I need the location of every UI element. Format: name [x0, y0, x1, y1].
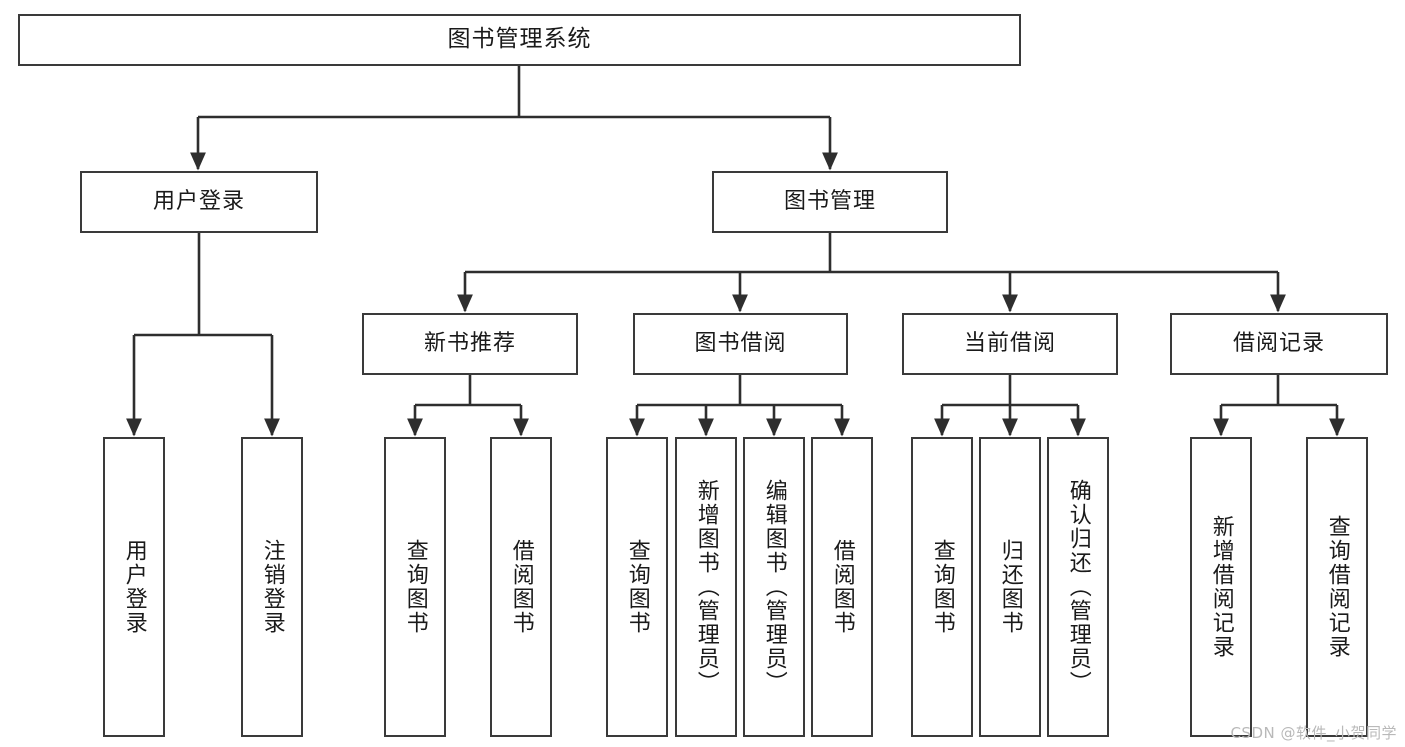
- leaf-book-borrow-add[interactable]: 新增图书（管理员）: [675, 437, 737, 737]
- node-label: 当前借阅: [963, 330, 1056, 356]
- node-label: 查询图书: [402, 539, 428, 635]
- leaf-book-borrow-borrow[interactable]: 借阅图书: [811, 437, 873, 737]
- node-new-book-recommend[interactable]: 新书推荐: [362, 313, 578, 375]
- node-label: 图书管理: [783, 188, 876, 214]
- node-label: 归还图书: [997, 539, 1023, 635]
- node-label: 图书管理系统: [447, 26, 592, 53]
- leaf-new-book-query[interactable]: 查询图书: [384, 437, 446, 737]
- node-label: 图书借阅: [694, 330, 787, 356]
- node-borrow-record[interactable]: 借阅记录: [1170, 313, 1388, 375]
- node-label: 新增图书（管理员）: [693, 479, 719, 695]
- leaf-book-borrow-query[interactable]: 查询图书: [606, 437, 668, 737]
- node-book-borrow[interactable]: 图书借阅: [633, 313, 848, 375]
- node-label: 借阅记录: [1232, 330, 1325, 356]
- node-label: 新增借阅记录: [1208, 515, 1234, 659]
- node-user-login[interactable]: 用户登录: [80, 171, 318, 233]
- node-label: 查询图书: [929, 539, 955, 635]
- leaf-borrow-record-add[interactable]: 新增借阅记录: [1190, 437, 1252, 737]
- node-label: 用户登录: [121, 539, 147, 635]
- leaf-book-borrow-edit[interactable]: 编辑图书（管理员）: [743, 437, 805, 737]
- leaf-current-borrow-confirm-return[interactable]: 确认归还（管理员）: [1047, 437, 1109, 737]
- node-label: 用户登录: [152, 188, 245, 214]
- node-root-system[interactable]: 图书管理系统: [18, 14, 1021, 66]
- leaf-user-login-login[interactable]: 用户登录: [103, 437, 165, 737]
- watermark: CSDN @软件_小贺同学: [1230, 724, 1397, 742]
- node-label: 确认归还（管理员）: [1065, 479, 1091, 695]
- leaf-current-borrow-query[interactable]: 查询图书: [911, 437, 973, 737]
- node-label: 借阅图书: [508, 539, 534, 635]
- leaf-user-login-logout[interactable]: 注销登录: [241, 437, 303, 737]
- node-label: 新书推荐: [423, 330, 516, 356]
- node-book-management[interactable]: 图书管理: [712, 171, 948, 233]
- node-label: 查询图书: [624, 539, 650, 635]
- node-current-borrow[interactable]: 当前借阅: [902, 313, 1118, 375]
- node-label: 注销登录: [259, 539, 285, 635]
- leaf-new-book-borrow[interactable]: 借阅图书: [490, 437, 552, 737]
- node-label: 查询借阅记录: [1324, 515, 1350, 659]
- leaf-current-borrow-return[interactable]: 归还图书: [979, 437, 1041, 737]
- leaf-borrow-record-query[interactable]: 查询借阅记录: [1306, 437, 1368, 737]
- node-label: 借阅图书: [829, 539, 855, 635]
- node-label: 编辑图书（管理员）: [761, 479, 787, 695]
